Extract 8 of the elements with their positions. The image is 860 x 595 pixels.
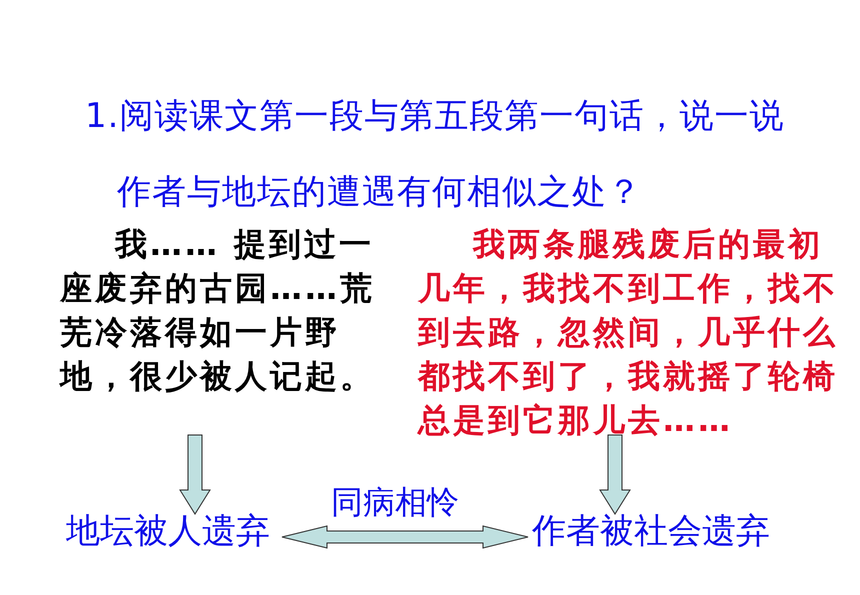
conclusion-label: 作者被社会遗弃 — [532, 508, 770, 554]
block-arrow — [282, 525, 528, 549]
block-arrow — [179, 434, 211, 515]
block-arrow — [599, 434, 631, 515]
question-heading: 1.阅读课文第一段与第五段第一句话，说一说作者与地坛的遭遇有何相似之处？ — [85, 95, 786, 214]
conclusion-label: 地坛被人遗弃 — [66, 508, 270, 554]
quote-paragraph: 我…… 提到过一座废弃的古园……荒芜冷落得如一片野地，很少被人记起。 — [60, 222, 405, 435]
quote-paragraph: 我两条腿残废后的最初几年，我找不到工作，找不到去路，忽然间，几乎什么都找不到了，我就摇了轮椅总是到它那儿去…… — [418, 222, 838, 442]
